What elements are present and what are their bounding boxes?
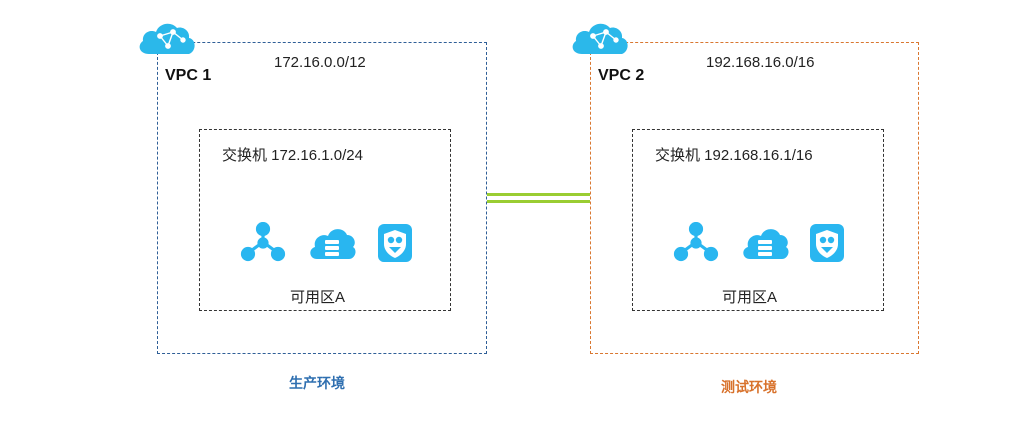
cloud-logo-icon [572,23,628,54]
cloud-logo-icon [139,23,195,54]
network-node-icon [673,222,719,262]
environment-1-label: 生产环境 [289,375,345,391]
environment-2-label: 测试环境 [721,379,777,395]
zone-1-label: 可用区A [290,289,346,306]
peering-line-bottom [487,200,590,203]
zone-2-label: 可用区A [722,289,778,306]
cloud-server-icon [743,229,789,259]
vpc-2-name: VPC 2 [598,67,645,84]
vpc-1-name: VPC 1 [165,67,212,84]
vpc-2-cidr: 192.168.16.0/16 [706,54,815,71]
vswitch-1-label: 交换机 172.16.1.0/24 [222,147,363,164]
network-node-icon [240,222,286,262]
cloud-server-icon [310,229,356,259]
peering-line-top [487,193,590,196]
vswitch-2-container [632,129,884,311]
security-shield-icon [378,224,412,262]
vswitch-2-label: 交换机 192.168.16.1/16 [655,147,813,164]
vpc-2-container [590,42,919,354]
vpc-1-cidr: 172.16.0.0/12 [274,54,366,71]
security-shield-icon [810,224,844,262]
vpc-1-container [157,42,487,354]
vswitch-1-container [199,129,451,311]
